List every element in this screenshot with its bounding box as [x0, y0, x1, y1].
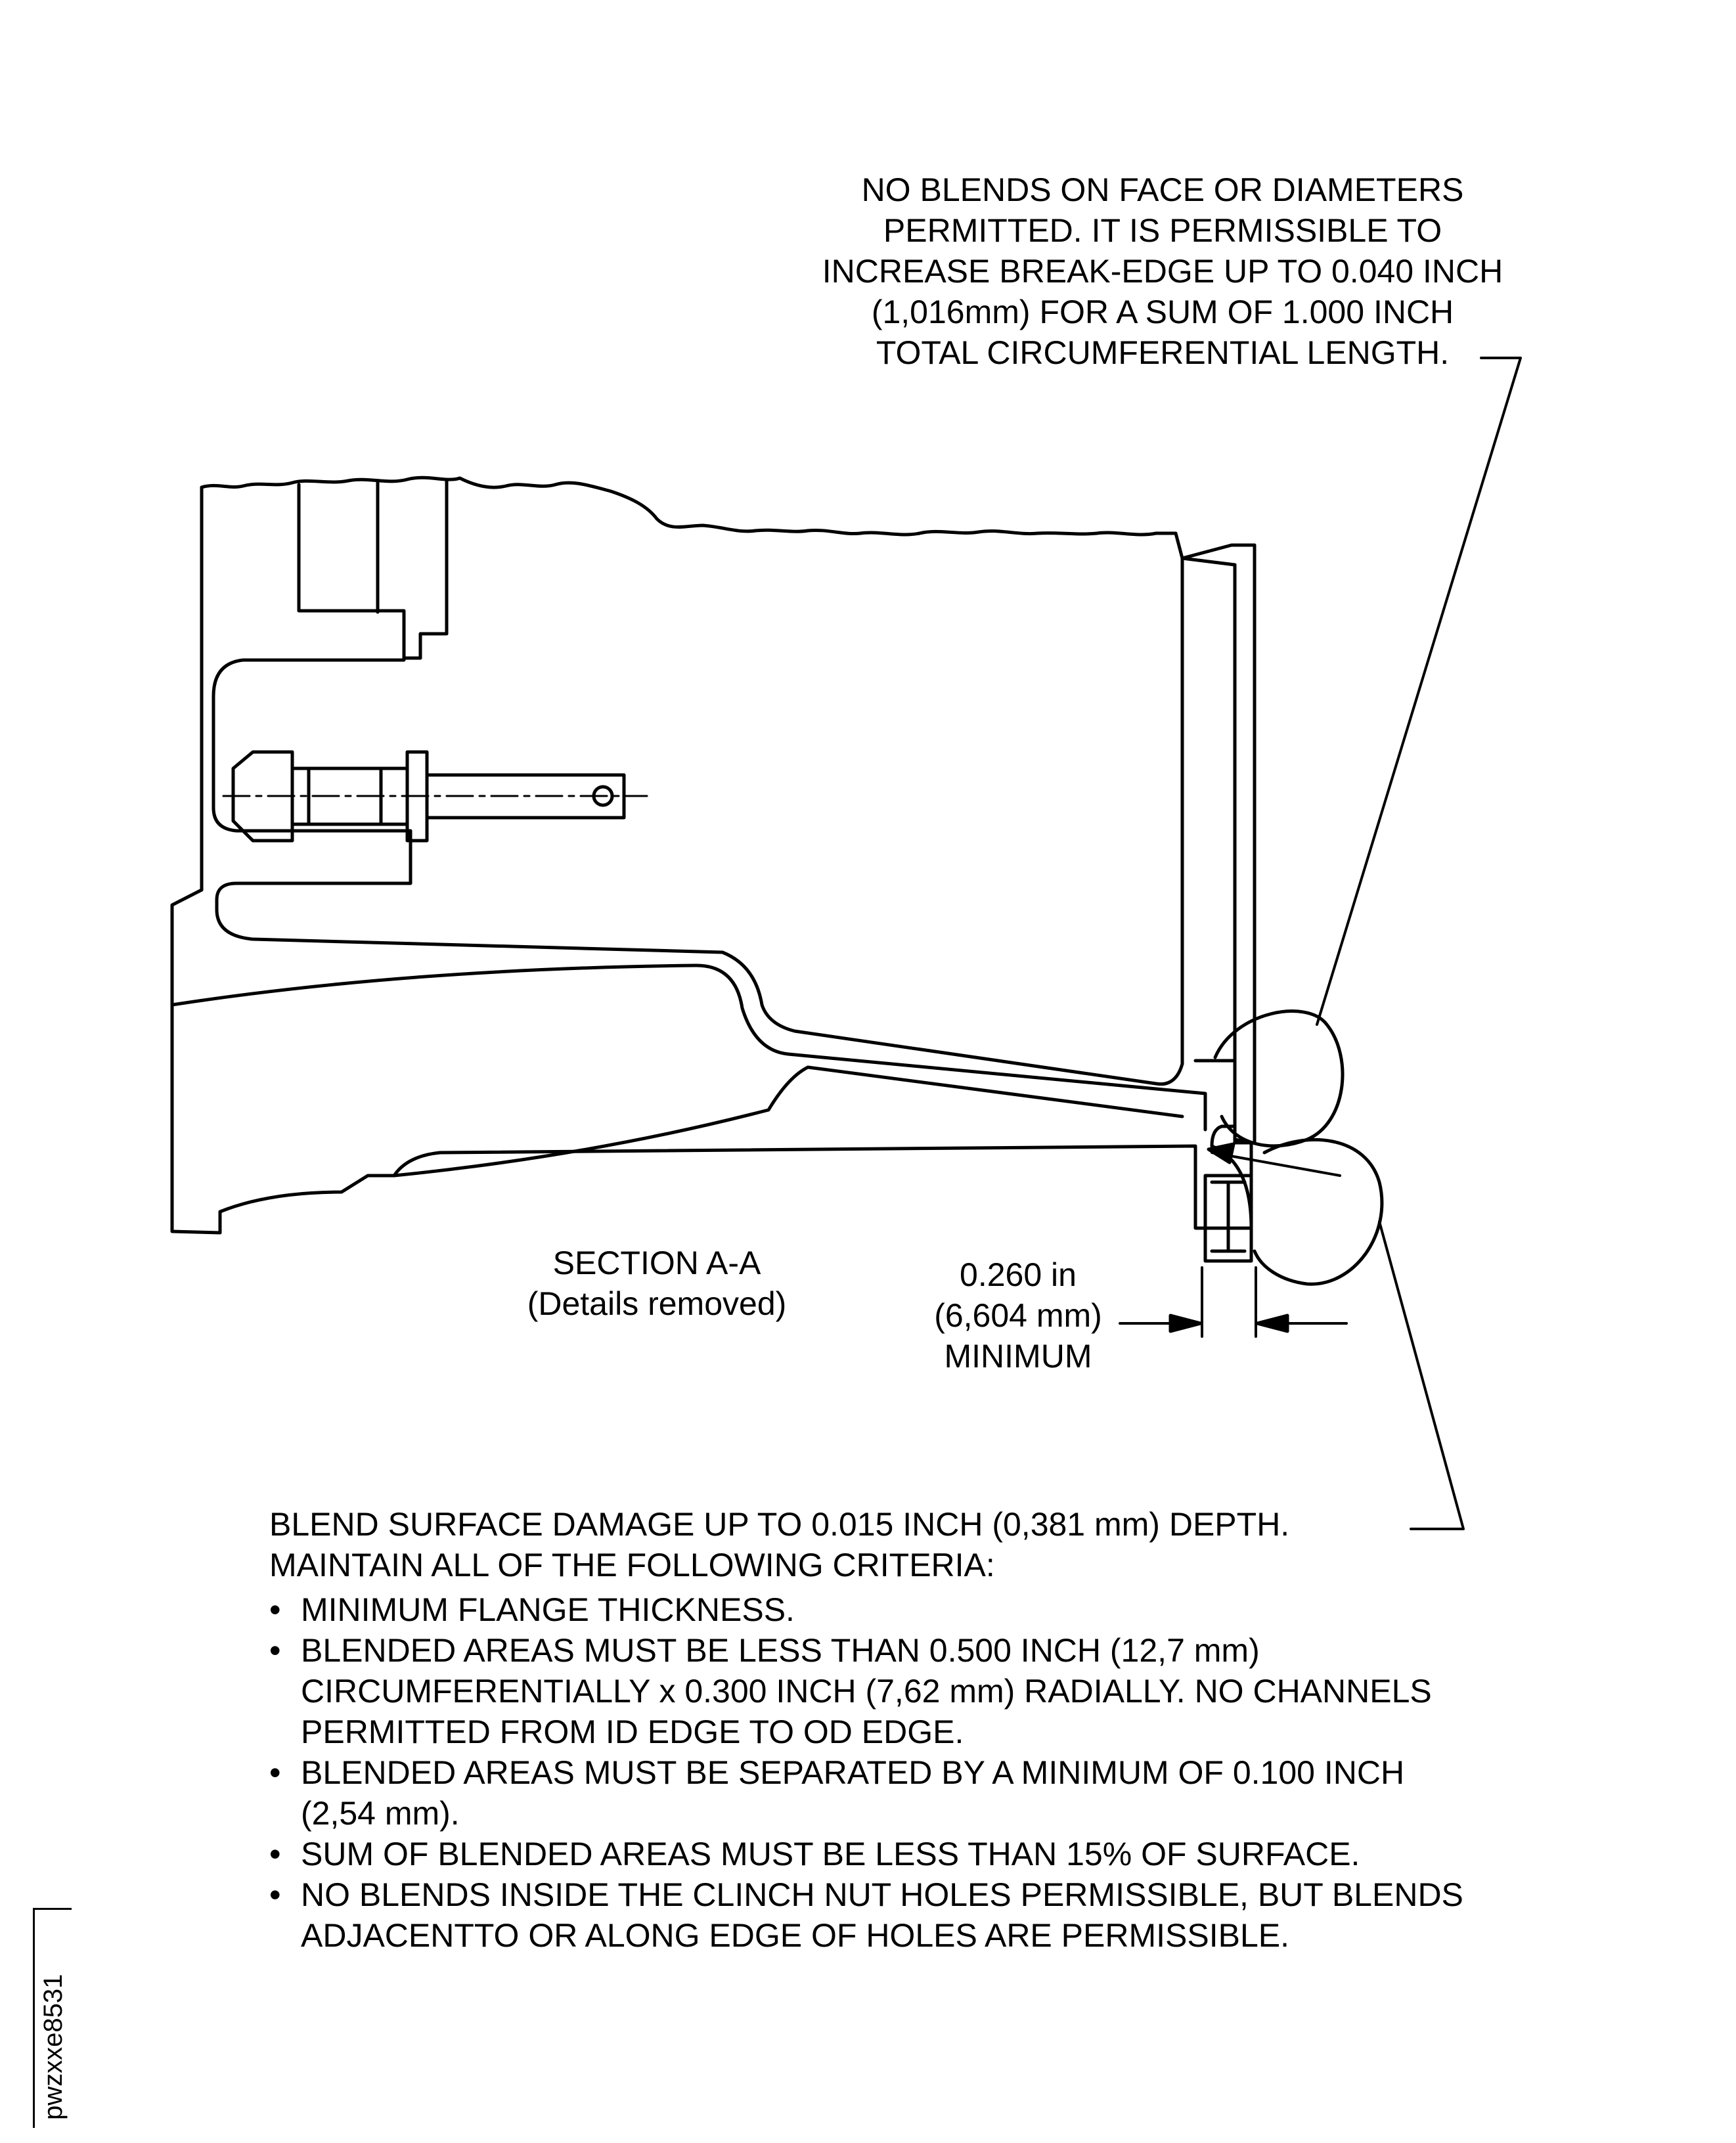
bullet-icon: •	[269, 1876, 281, 1913]
bullet-icon: •	[269, 1591, 281, 1628]
dimension-value-in: 0.260 in	[960, 1256, 1077, 1293]
dimension-arrowhead-right	[1255, 1314, 1289, 1333]
criteria-item: • SUM OF BLENDED AREAS MUST BE LESS THAN…	[269, 1834, 1463, 1874]
criteria-line: BLENDED AREAS MUST BE SEPARATED BY A MIN…	[301, 1754, 1405, 1791]
top-note-line: NO BLENDS ON FACE OR DIAMETERS	[861, 171, 1464, 208]
break-line	[200, 475, 1184, 560]
criteria-line: SUM OF BLENDED AREAS MUST BE LESS THAN 1…	[301, 1836, 1360, 1872]
top-note: NO BLENDS ON FACE OR DIAMETERS PERMITTED…	[775, 169, 1550, 373]
top-note-line: (1,016mm) FOR A SUM OF 1.000 INCH	[871, 294, 1454, 330]
section-label: SECTION A-A (Details removed)	[473, 1243, 841, 1324]
top-note-line: PERMITTED. IT IS PERMISSIBLE TO	[883, 212, 1442, 249]
blend-note-line: MAINTAIN ALL OF THE FOLLOWING CRITERIA:	[269, 1547, 995, 1583]
criteria-item: • MINIMUM FLANGE THICKNESS.	[269, 1589, 1463, 1630]
upper-wall	[297, 479, 449, 660]
arrowhead-flange	[1207, 1142, 1235, 1164]
figure-id: pwzxxe8531	[33, 1908, 72, 2128]
leader-top-note	[1316, 357, 1522, 1026]
bolt-assembly	[222, 750, 648, 843]
dimension-value-mm: (6,604 mm)	[934, 1297, 1102, 1334]
leader-flange-arrow	[1211, 1151, 1341, 1177]
casing-outline	[170, 485, 1253, 1250]
leader-blend-note	[1378, 1220, 1465, 1530]
flange-foot-hatch	[1210, 1180, 1247, 1253]
top-note-line: TOTAL CIRCUMFERENTIAL LENGTH.	[876, 334, 1450, 371]
criteria-list: • MINIMUM FLANGE THICKNESS. • BLENDED AR…	[269, 1589, 1463, 1956]
detail-circle-lower	[1253, 1138, 1384, 1286]
blend-note-line: BLEND SURFACE DAMAGE UP TO 0.015 INCH (0…	[269, 1506, 1290, 1543]
bullet-icon: •	[269, 1836, 281, 1872]
criteria-line: BLENDED AREAS MUST BE LESS THAN 0.500 IN…	[301, 1632, 1260, 1669]
criteria-line: ADJACENTTO OR ALONG EDGE OF HOLES ARE PE…	[301, 1917, 1290, 1954]
criteria-line: NO BLENDS INSIDE THE CLINCH NUT HOLES PE…	[301, 1876, 1463, 1913]
dimension-qualifier: MINIMUM	[944, 1338, 1092, 1375]
criteria-line: (2,54 mm).	[301, 1795, 460, 1832]
detail-circle-upper	[1213, 1009, 1345, 1148]
section-title: SECTION A-A	[552, 1245, 761, 1281]
criteria-item: • BLENDED AREAS MUST BE SEPARATED BY A M…	[269, 1752, 1463, 1834]
section-subtitle: (Details removed)	[527, 1285, 787, 1322]
lower-web	[392, 1065, 1184, 1178]
dimension-arrowhead-left	[1168, 1314, 1203, 1333]
inner-web	[170, 963, 1207, 1132]
bullet-icon: •	[269, 1632, 281, 1669]
top-note-line: INCREASE BREAK-EDGE UP TO 0.040 INCH	[822, 253, 1503, 290]
boss-shell	[211, 556, 1184, 1086]
flange-foot	[1203, 1174, 1253, 1263]
criteria-item: • NO BLENDS INSIDE THE CLINCH NUT HOLES …	[269, 1874, 1463, 1956]
dimension-label: 0.260 in (6,604 mm) MINIMUM	[906, 1254, 1130, 1377]
criteria-line: PERMITTED FROM ID EDGE TO OD EDGE.	[301, 1713, 964, 1750]
blend-note: BLEND SURFACE DAMAGE UP TO 0.015 INCH (0…	[269, 1504, 1289, 1585]
criteria-line: MINIMUM FLANGE THICKNESS.	[301, 1591, 795, 1628]
criteria-line: CIRCUMFERENTIALLY x 0.300 INCH (7,62 mm)…	[301, 1673, 1432, 1710]
criteria-item: • BLENDED AREAS MUST BE LESS THAN 0.500 …	[269, 1630, 1463, 1752]
bullet-icon: •	[269, 1754, 281, 1791]
